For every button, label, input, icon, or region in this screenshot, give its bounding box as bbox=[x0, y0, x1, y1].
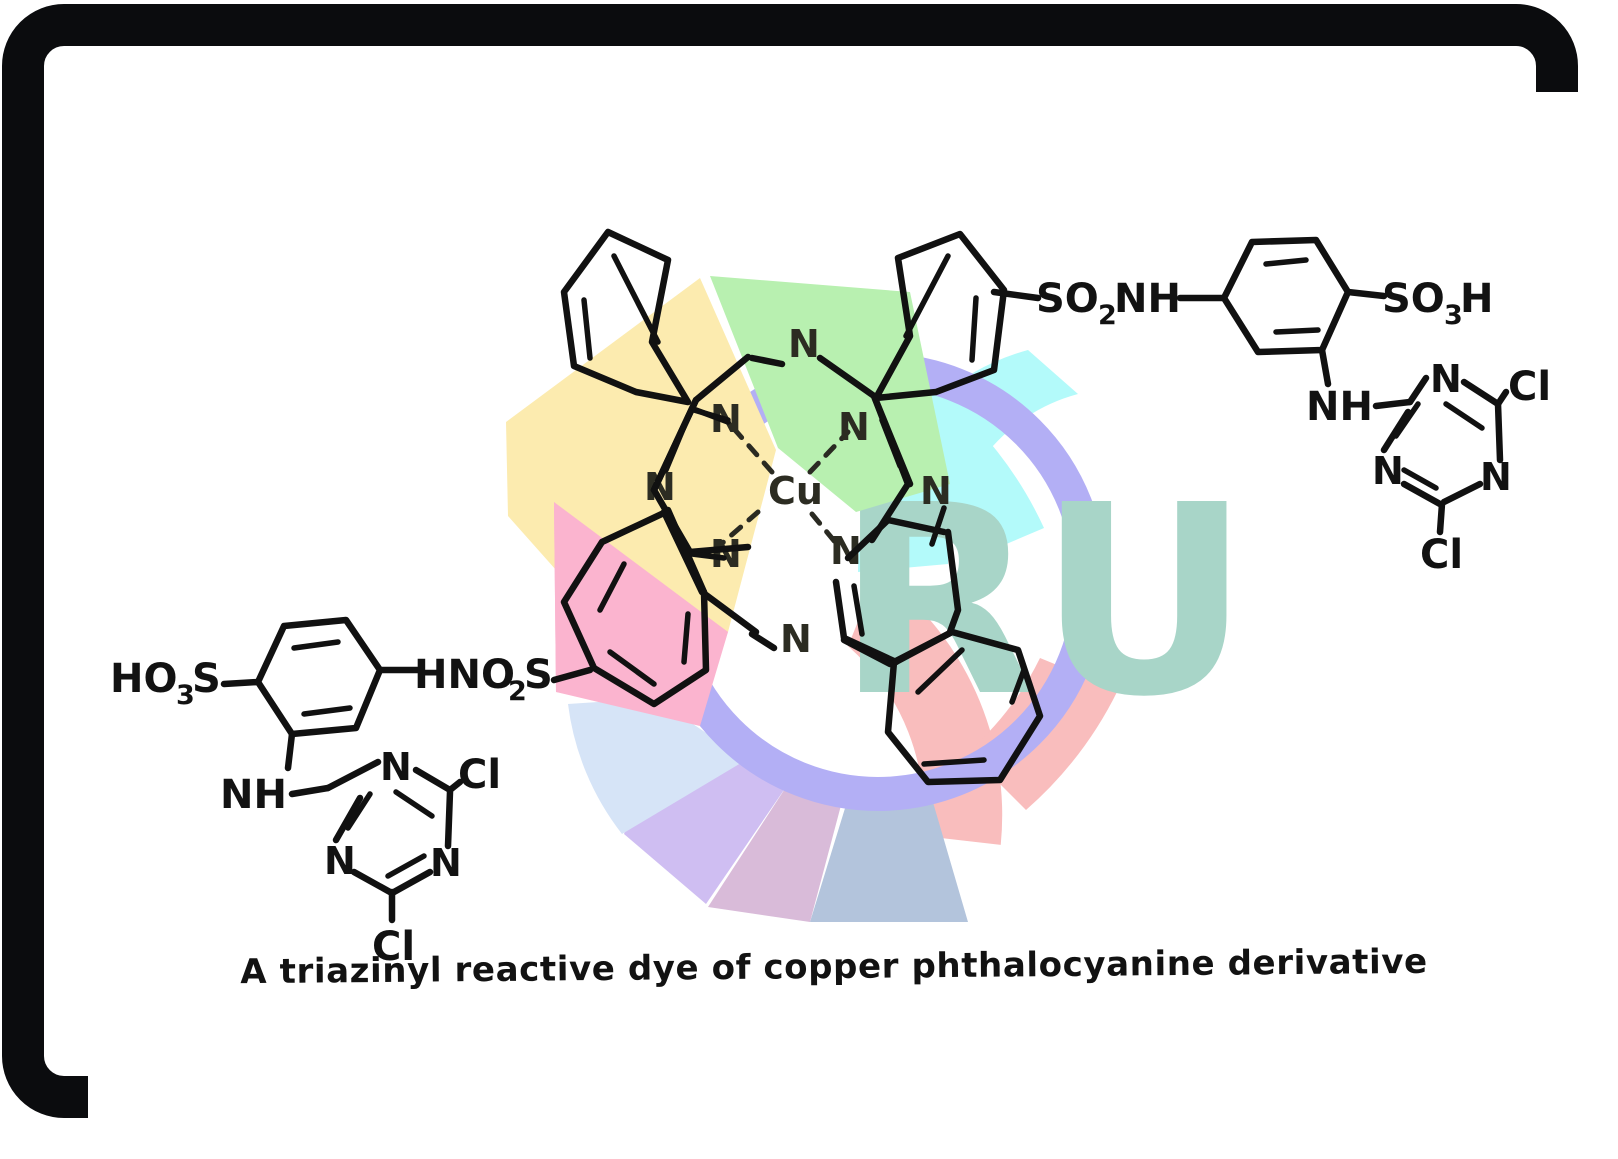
atom-label-n-bridge-top: N bbox=[788, 322, 820, 366]
figure-canvas: .bond { stroke:#111111; stroke-width:6.5… bbox=[88, 92, 1580, 1122]
cu-coordination-bonds bbox=[709, 419, 851, 555]
core-bridge-bonds bbox=[689, 354, 786, 652]
label-nh-upper: NH bbox=[1306, 384, 1373, 430]
watermark-text: RU bbox=[836, 449, 1251, 754]
atom-label-n-triazine-top: N bbox=[1430, 357, 1462, 401]
substituent-arm-lower-left: HO 3 S HNO 2 S bbox=[110, 616, 594, 970]
svg-text:HNO: HNO bbox=[414, 652, 515, 698]
svg-text:H: H bbox=[1460, 276, 1493, 322]
svg-text:S: S bbox=[192, 656, 221, 702]
atom-label-n-core-right-top: N bbox=[838, 405, 870, 449]
label-hno2s: HNO 2 S bbox=[414, 652, 553, 707]
wedge-mauve-icon bbox=[708, 784, 844, 922]
label-ho3s: HO 3 S bbox=[110, 656, 221, 711]
isoindole-bottom-left bbox=[560, 506, 760, 708]
svg-text:SO: SO bbox=[1036, 276, 1099, 322]
atom-label-cu: Cu bbox=[768, 469, 823, 513]
svg-text:3: 3 bbox=[176, 680, 195, 711]
chemical-structure-diagram: .bond { stroke:#111111; stroke-width:6.5… bbox=[110, 228, 1551, 970]
label-cl-lower-right: Cl bbox=[458, 752, 501, 798]
triazine-lower-left: N N N Cl bbox=[324, 745, 501, 970]
atom-label-n-triazine-ll-top: N bbox=[380, 745, 412, 789]
isoindole-top-right bbox=[816, 230, 1008, 544]
atom-label-n-triazine-left: N bbox=[1372, 449, 1404, 493]
label-cl-upper-right: Cl bbox=[1508, 364, 1551, 410]
svg-text:2: 2 bbox=[1098, 300, 1117, 331]
svg-text:2: 2 bbox=[508, 676, 527, 707]
svg-text:HO: HO bbox=[110, 656, 177, 702]
atom-label-n-core-bottom: N bbox=[710, 532, 742, 576]
svg-text:SO: SO bbox=[1382, 276, 1445, 322]
label-nh-lower: NH bbox=[220, 772, 287, 818]
isoindole-top-left bbox=[560, 228, 752, 556]
highlight-green bbox=[710, 276, 950, 512]
label-cl-lower-bottom: Cl bbox=[372, 924, 415, 970]
label-so2nh: SO 2 NH bbox=[1036, 276, 1181, 331]
svg-text:3: 3 bbox=[1444, 300, 1463, 331]
wedge-steelblue-icon bbox=[810, 792, 968, 922]
substituent-arm-upper-right: SO 2 NH SO 3 H bbox=[990, 236, 1551, 578]
isoindole-bottom-right bbox=[832, 505, 1044, 786]
atom-label-n-bridge-right: N bbox=[920, 469, 952, 513]
label-so3h: SO 3 H bbox=[1382, 276, 1493, 331]
atom-label-n-bridge-bottom: N bbox=[780, 617, 812, 661]
figure-frame: .bond { stroke:#111111; stroke-width:6.5… bbox=[2, 4, 1580, 1122]
svg-text:NH: NH bbox=[1114, 276, 1181, 322]
atom-label-n-triazine-ll-left: N bbox=[324, 839, 356, 883]
wedge-lightblue-icon bbox=[568, 696, 746, 834]
label-cl-upper-bottom: Cl bbox=[1420, 532, 1463, 578]
svg-text:S: S bbox=[524, 652, 553, 698]
atom-label-n-triazine-right: N bbox=[1480, 455, 1512, 499]
atom-label-n-triazine-ll-right: N bbox=[430, 841, 462, 885]
triazine-upper-right: N N N Cl bbox=[1372, 357, 1551, 578]
